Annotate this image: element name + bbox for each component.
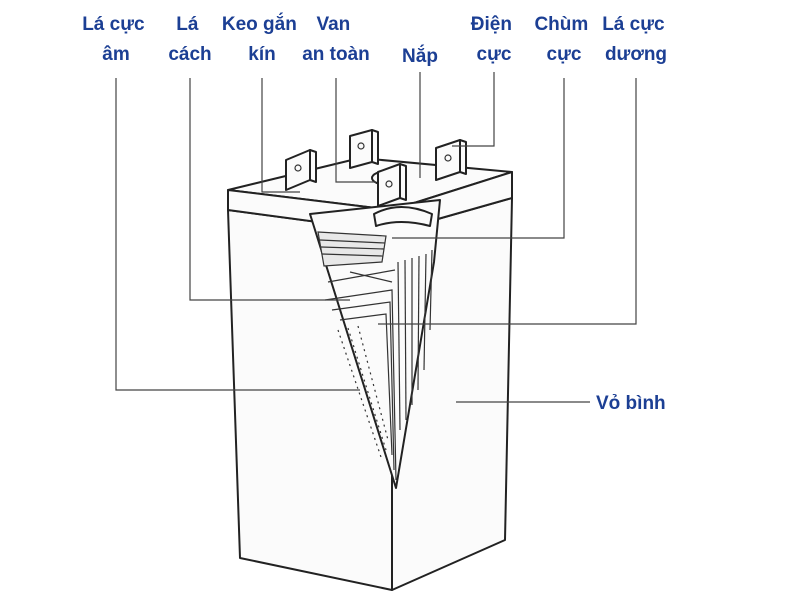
- leader-lines: [115, 72, 637, 403]
- label-positive-plate-line2: dương: [605, 44, 667, 65]
- label-plate-group-line2: cực: [547, 44, 582, 65]
- leader-positive-plate: [378, 78, 637, 325]
- inner-plate-layers: [324, 269, 397, 481]
- label-separator-line2: cách: [168, 44, 211, 65]
- label-plate-group: Chùm cực: [534, 14, 593, 65]
- terminal-post-right: [435, 139, 467, 181]
- label-lid: Nắp: [402, 45, 438, 67]
- label-terminal-line2: cực: [477, 44, 512, 65]
- label-terminal-line1: Điện: [471, 14, 512, 35]
- label-separator: Lá cách: [168, 14, 211, 65]
- negative-plate-grid: [337, 325, 389, 461]
- leader-safety-valve: [335, 78, 376, 183]
- battery-illustration: [227, 129, 513, 591]
- label-case-line1: Vỏ bình: [596, 393, 666, 414]
- leader-sealant: [261, 78, 300, 193]
- label-case: Vỏ bình: [596, 393, 666, 414]
- cutaway-section: [309, 199, 441, 489]
- terminal-post-left: [285, 149, 317, 191]
- label-negative-plate-line2: âm: [102, 44, 129, 65]
- leader-negative-plate: [115, 78, 360, 391]
- label-terminal: Điện cực: [471, 14, 517, 65]
- terminal-post-center: [349, 129, 379, 169]
- leader-terminal: [452, 72, 495, 147]
- sealant-blob: [373, 206, 433, 227]
- label-plate-group-line1: Chùm: [534, 14, 588, 35]
- label-safety-valve-line2: an toàn: [302, 44, 370, 65]
- leader-plate-group: [392, 78, 565, 239]
- terminal-post-front: [377, 163, 407, 207]
- label-sealant-line2: kín: [248, 44, 275, 65]
- label-negative-plate-line1: Lá cực: [82, 14, 145, 35]
- leader-separator: [189, 78, 350, 301]
- label-positive-plate: Lá cực dương: [602, 14, 670, 65]
- label-separator-line1: Lá: [176, 14, 199, 35]
- label-sealant-line1: Keo gắn: [222, 13, 297, 35]
- label-positive-plate-line1: Lá cực: [602, 14, 665, 35]
- plate-block-hatch: [319, 239, 386, 257]
- label-safety-valve: Van an toàn: [302, 14, 370, 65]
- vertical-plates: [397, 249, 433, 431]
- label-safety-valve-line1: Van: [316, 14, 350, 35]
- label-sealant: Keo gắn kín: [222, 13, 302, 65]
- label-lid-line1: Nắp: [402, 45, 438, 67]
- label-negative-plate: Lá cực âm: [82, 14, 150, 65]
